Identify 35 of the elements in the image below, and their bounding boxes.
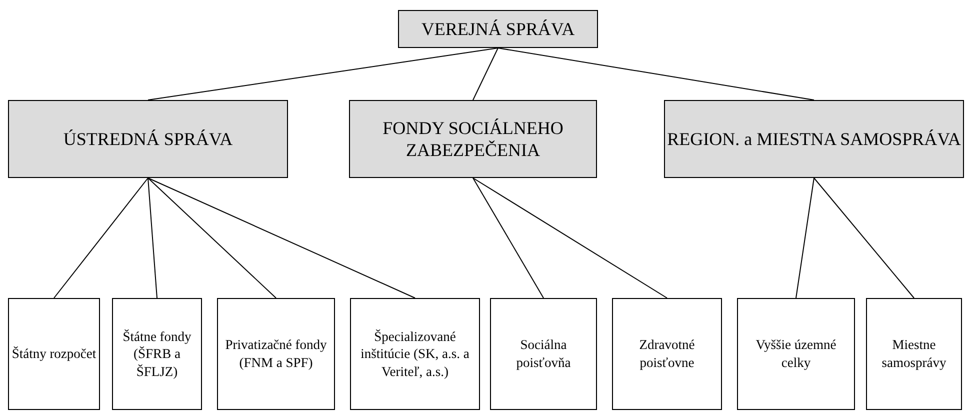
- box-label: Miestne samosprávy: [880, 336, 948, 372]
- connector-line: [148, 178, 276, 298]
- connector-line: [148, 178, 158, 298]
- category-box: [398, 10, 598, 48]
- unit-box: [112, 298, 202, 410]
- unit-box: [8, 298, 100, 410]
- box-label: Privatizačné fondy (FNM a SPF): [224, 336, 328, 372]
- connector-line: [472, 178, 544, 298]
- connector-line: [148, 48, 498, 100]
- connector-line: [796, 178, 814, 298]
- category-box: [349, 100, 597, 178]
- category-box: [664, 100, 964, 178]
- box-label: Sociálna poisťovňa: [515, 336, 572, 372]
- unit-box: [350, 298, 480, 410]
- connector-line: [54, 178, 148, 298]
- unit-box: [217, 298, 335, 410]
- box-label: REGION. a MIESTNA SAMOSPRÁVA: [667, 128, 961, 150]
- connector-line: [814, 178, 914, 298]
- unit-box: [866, 298, 962, 410]
- box-label: VEREJNÁ SPRÁVA: [421, 18, 575, 40]
- connector-line: [148, 178, 416, 298]
- unit-box: [737, 298, 855, 410]
- box-label: Zdravotné poisťovne: [638, 336, 696, 372]
- category-box: [8, 100, 288, 178]
- box-label: Špecializované inštitúcie (SK, a.s. a Veriteľ, a.s.): [360, 328, 470, 380]
- box-label: ÚSTREDNÁ SPRÁVA: [63, 128, 233, 150]
- box-label: Štátny rozpočet: [12, 345, 96, 363]
- unit-box: [612, 298, 722, 410]
- box-label: FONDY SOCIÁLNEHO ZABEZPEČENIA: [382, 116, 564, 162]
- box-label: Štátne fondy (ŠFRB a ŠFLJZ): [122, 328, 192, 380]
- connector-line: [472, 48, 498, 100]
- box-label: Vyššie územné celky: [754, 336, 838, 372]
- connector-line: [498, 48, 814, 100]
- connector-line: [472, 178, 668, 298]
- unit-box: [490, 298, 597, 410]
